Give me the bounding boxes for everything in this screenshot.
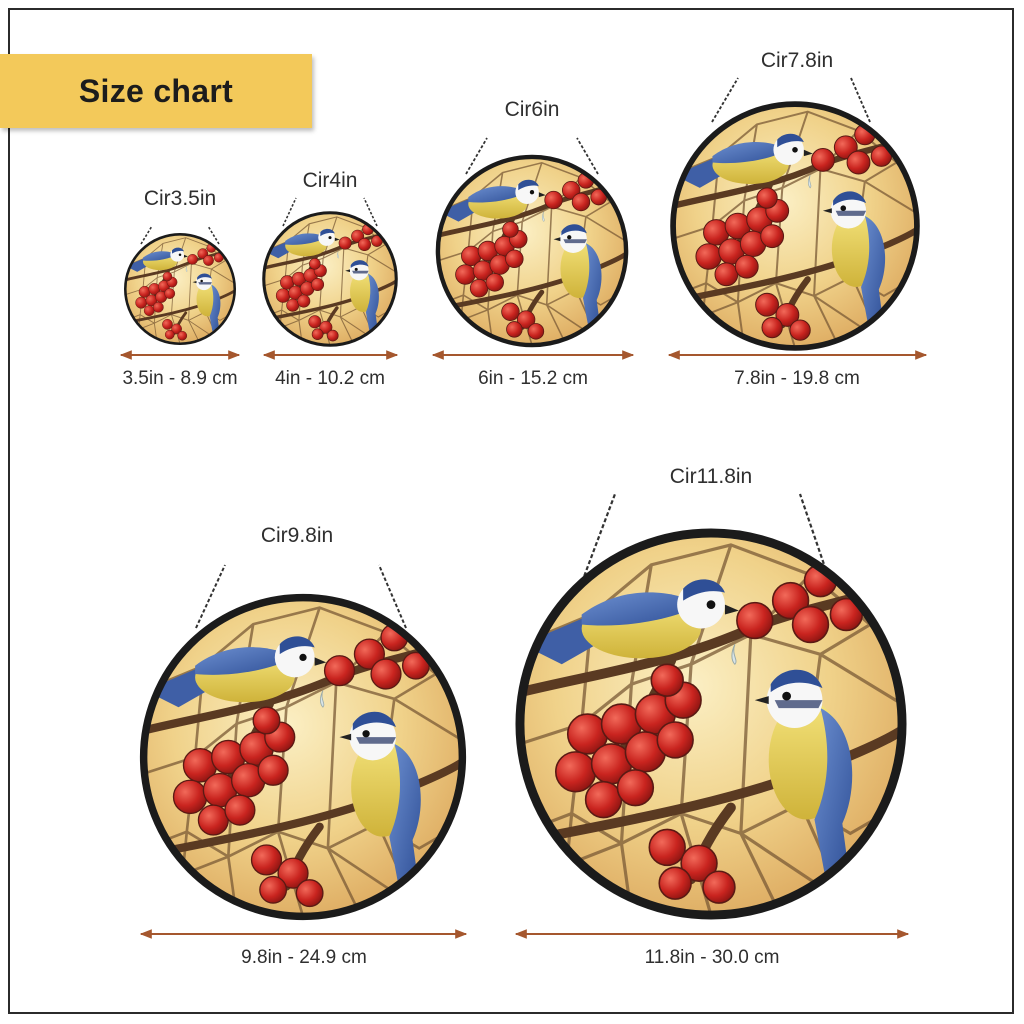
dimension-text-5: 9.8in - 24.9 cm [241, 947, 367, 968]
suncatcher-3 [434, 137, 630, 345]
suncatcher-4 [668, 77, 922, 348]
dimension-text-1: 3.5in - 8.9 cm [122, 368, 238, 389]
banner-title: Size chart [78, 72, 234, 109]
page-frame [8, 8, 1014, 1014]
size-label-cir4in: Cir4in [302, 169, 358, 192]
dimension-text-3: 6in - 15.2 cm [478, 368, 588, 389]
suncatcher-1 [123, 225, 237, 344]
suncatcher-6 [512, 493, 910, 915]
size-chart-banner: Size chart [0, 54, 312, 128]
size-label-cir11.8in: Cir11.8in [669, 465, 753, 488]
dimension-arrows [119, 350, 928, 939]
dimension-text-6: 11.8in - 30.0 cm [644, 947, 780, 968]
suncatcher-5 [137, 564, 469, 916]
size-label-cir7.8in: Cir7.8in [760, 49, 834, 72]
dimension-text-2: 4in - 10.2 cm [275, 368, 385, 389]
size-label-cir6in: Cir6in [504, 98, 560, 121]
dimension-text-4: 7.8in - 19.8 cm [734, 368, 860, 389]
suncatcher-2 [261, 197, 399, 345]
size-label-cir9.8in: Cir9.8in [260, 524, 334, 547]
size-label-cir3.5in: Cir3.5in [143, 187, 217, 210]
